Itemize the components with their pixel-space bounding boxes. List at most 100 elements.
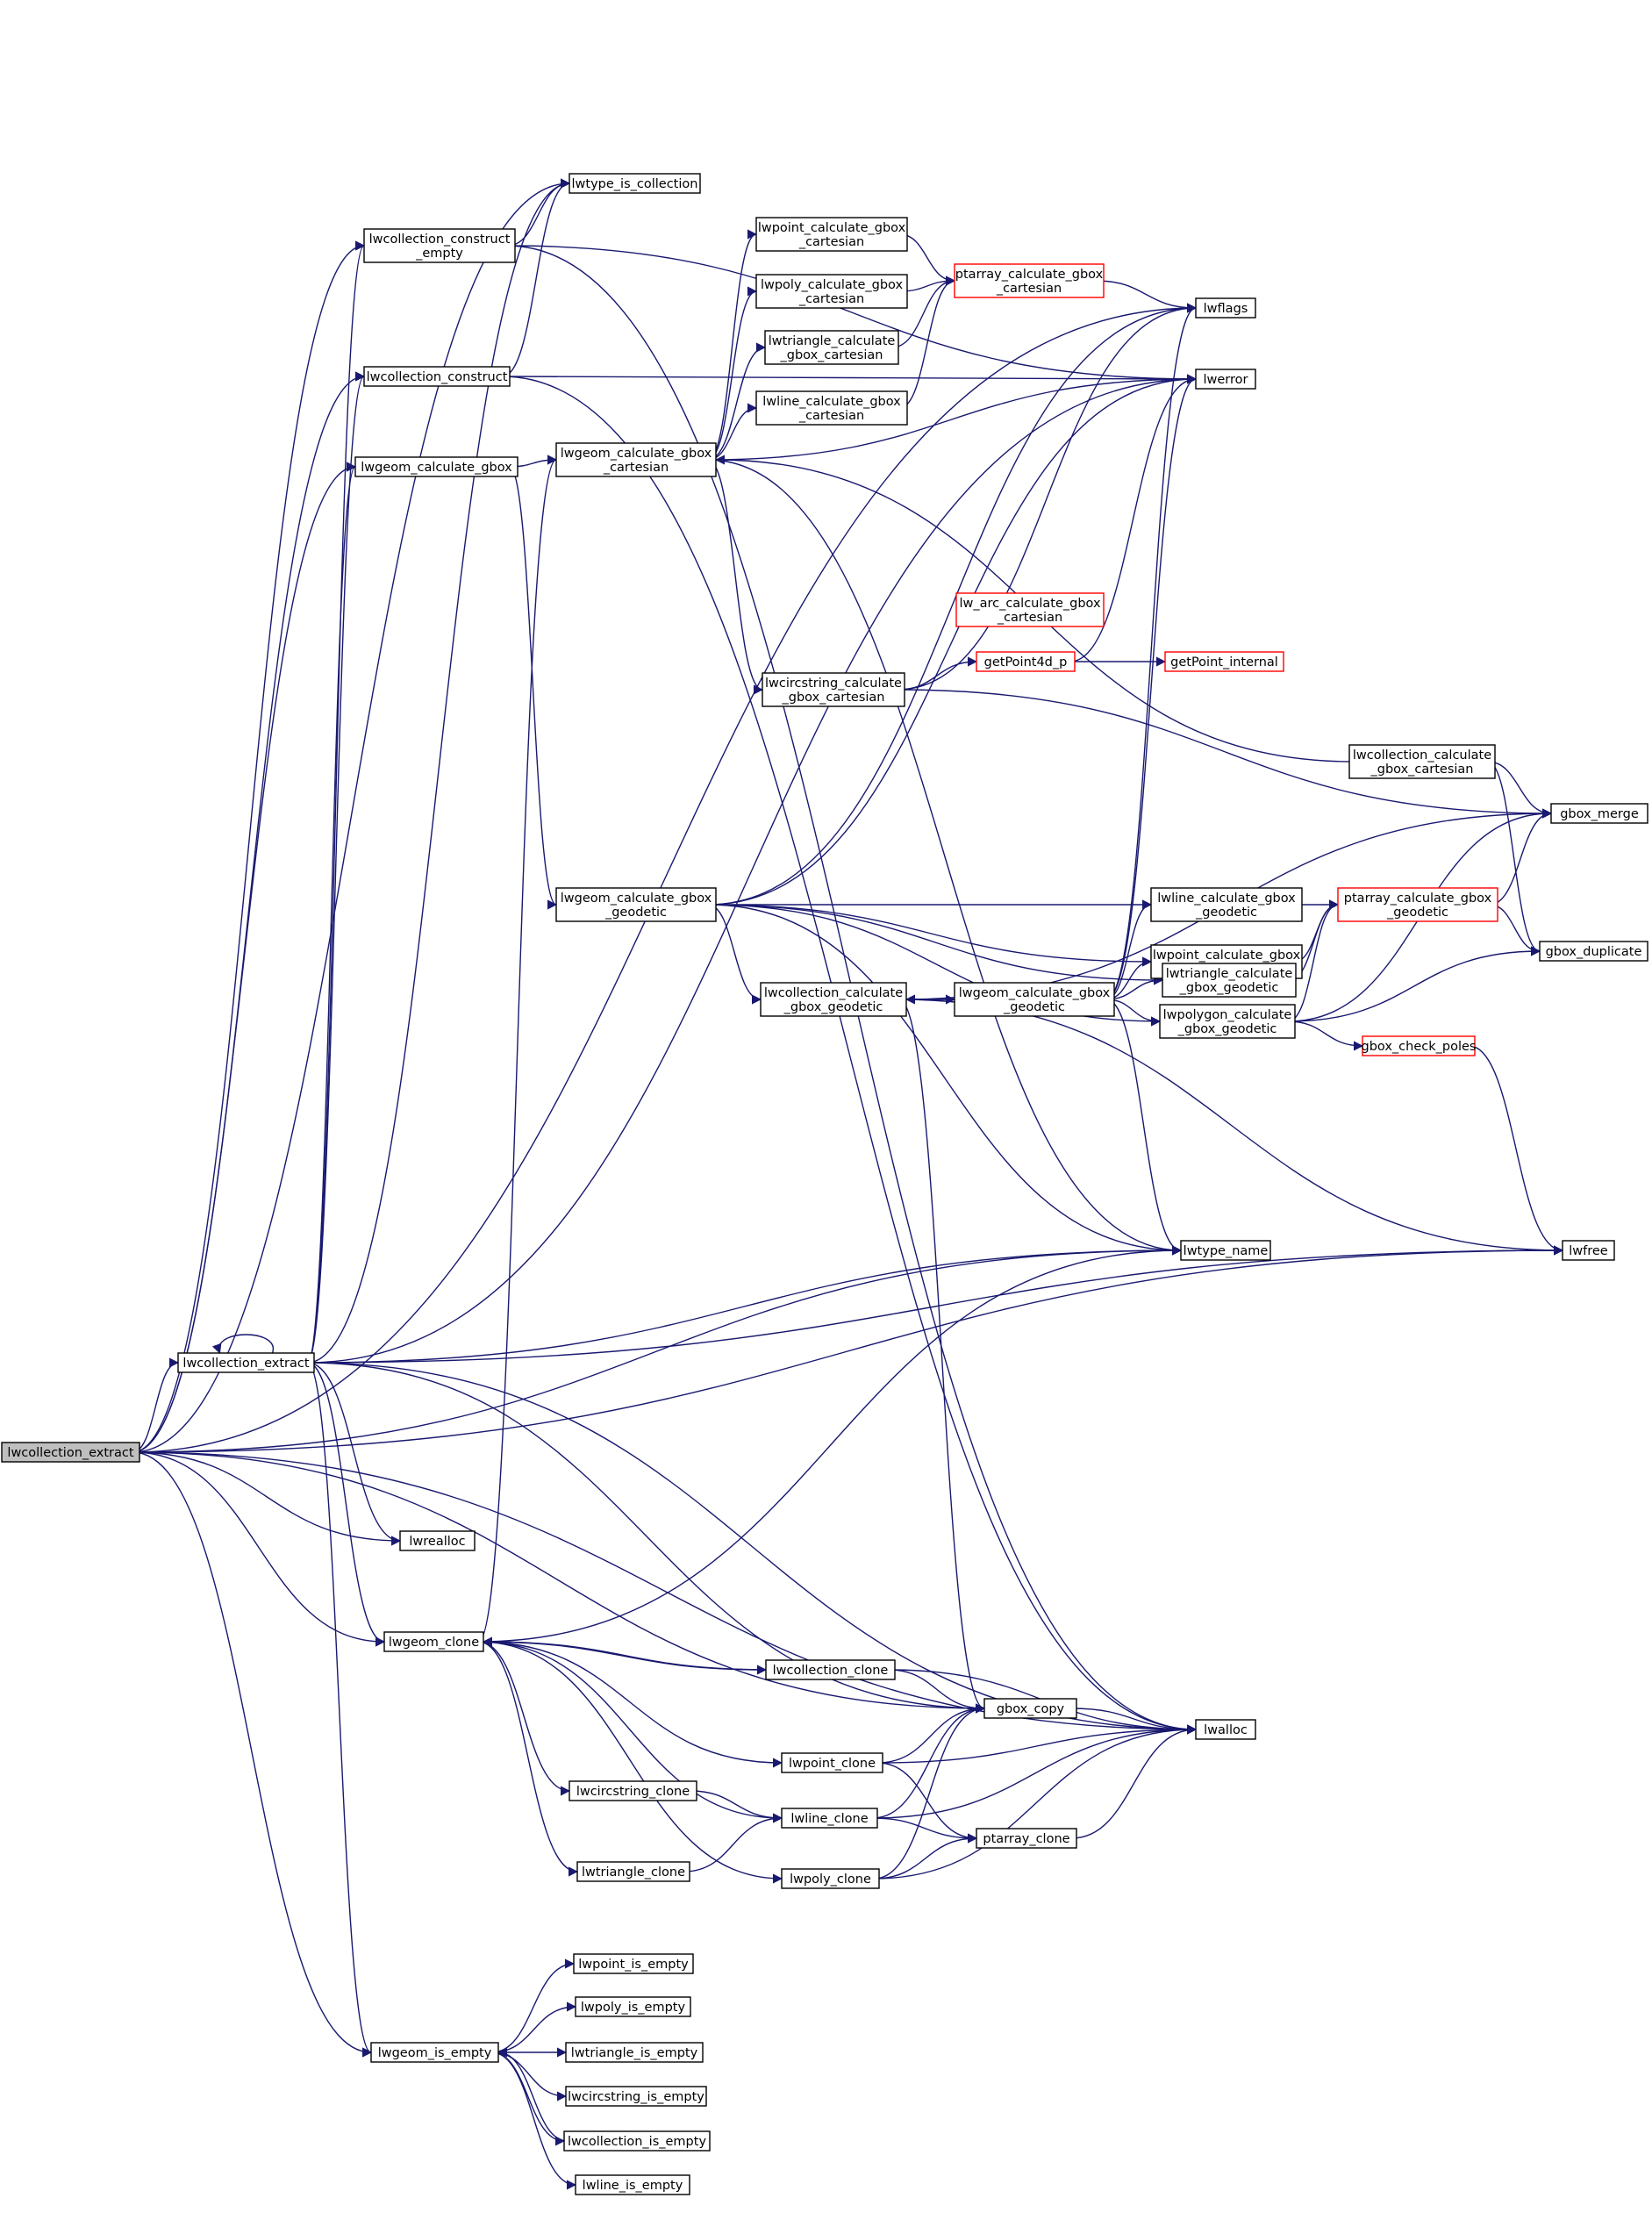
- node-lwcollection-construct[interactable]: lwcollection_construct: [363, 366, 511, 387]
- node-box: [576, 1861, 690, 1882]
- node-lwgeom-is-empty[interactable]: lwgeom_is_empty: [370, 2042, 499, 2063]
- edge-lwcircstring-calculate-gbox-cartesian-to-lwflags: [897, 303, 1198, 691]
- edge-lwgeom-clone-to-lwline-clone: [478, 1641, 783, 1823]
- node-box: [555, 442, 717, 477]
- node-lw-arc-calculate-gbox-cartesian[interactable]: lw_arc_calculate_gbox_cartesian: [955, 592, 1105, 627]
- node-lwpoint-calculate-gbox-cartesian[interactable]: lwpoint_calculate_gbox_cartesian: [755, 217, 908, 252]
- node-lwfree[interactable]: lwfree: [1562, 1240, 1615, 1261]
- edge-lwpoint-calculate-gbox-cartesian-to-ptarray-calculate-gbox-cartesian: [899, 233, 956, 286]
- node-label: lwrealloc: [409, 1535, 465, 1549]
- node-lwgeom-calculate-gbox-cartesian[interactable]: lwgeom_calculate_gbox_cartesian: [555, 442, 717, 477]
- node-ptarray-calculate-gbox-geodetic[interactable]: ptarray_calculate_gbox_geodetic: [1337, 887, 1498, 922]
- node-lwrealloc[interactable]: lwrealloc: [399, 1530, 476, 1551]
- node-lwtriangle-is-empty[interactable]: lwtriangle_is_empty: [565, 2042, 704, 2063]
- node-label: ptarray_clone: [983, 1832, 1069, 1846]
- node-lwcircstring-is-empty[interactable]: lwcircstring_is_empty: [565, 2086, 707, 2107]
- node-label: _empty: [415, 247, 463, 261]
- edge-lwcollection-extract-to-lwcollection-construct: [306, 371, 366, 1364]
- node-lwcircstring-clone[interactable]: lwcircstring_clone: [569, 1780, 697, 1801]
- node-lwflags[interactable]: lwflags: [1195, 297, 1256, 319]
- node-lwpoint-is-empty[interactable]: lwpoint_is_empty: [573, 1953, 694, 1974]
- node-box: [569, 173, 701, 194]
- node-lwpoly-is-empty[interactable]: lwpoly_is_empty: [575, 1996, 691, 2017]
- node-label: lwtriangle_is_empty: [571, 2046, 698, 2060]
- node-lwcollection-extract[interactable]: lwcollection_extract: [1, 1442, 140, 1463]
- node-lwtriangle-calculate-gbox-geodetic[interactable]: lwtriangle_calculate_gbox_geodetic: [1162, 963, 1297, 998]
- node-lwline-clone[interactable]: lwline_clone: [781, 1808, 878, 1829]
- node-label: lwpoint_is_empty: [578, 1958, 689, 1972]
- node-box: [383, 1631, 484, 1652]
- node-box: [565, 2086, 707, 2107]
- node-getpoint4d-p[interactable]: getPoint4d_p: [976, 651, 1076, 672]
- node-lwcollection-calculate-gbox-cartesian[interactable]: lwcollection_calculate_gbox_cartesian: [1348, 744, 1496, 779]
- node-lwpolygon-calculate-gbox-geodetic[interactable]: lwpolygon_calculate_gbox_geodetic: [1159, 1004, 1296, 1039]
- node-gbox-check-poles[interactable]: gbox_check_poles: [1362, 1035, 1477, 1056]
- node-box: [399, 1530, 476, 1551]
- edge-lwcollection-clone-to-gbox-copy: [888, 1669, 986, 1714]
- node-label: lwgeom_calculate_gbox: [561, 891, 712, 906]
- node-lwcollection-calculate-gbox-geodetic[interactable]: lwcollection_calculate_gbox_geodetic: [760, 982, 907, 1017]
- node-lwpoly-calculate-gbox-cartesian[interactable]: lwpoly_calculate_gbox_cartesian: [755, 274, 908, 309]
- node-lwtype-is-collection[interactable]: lwtype_is_collection: [569, 173, 701, 194]
- node-lwline-is-empty[interactable]: lwline_is_empty: [575, 2174, 690, 2195]
- node-box: [1348, 744, 1496, 779]
- node-lwpoly-clone[interactable]: lwpoly_clone: [781, 1868, 880, 1889]
- node-lwgeom-calculate-gbox-geodetic[interactable]: lwgeom_calculate_gbox_geodetic: [954, 982, 1115, 1017]
- edge-lwcollection-extract-to-lwcollection-extract: [132, 1357, 180, 1453]
- node-box: [575, 2174, 690, 2195]
- edge-lwgeom-clone-to-lwcircstring-clone: [478, 1641, 571, 1796]
- node-lwtriangle-clone[interactable]: lwtriangle_clone: [576, 1861, 690, 1882]
- edge-lwpoly-clone-to-ptarray-clone: [874, 1833, 978, 1880]
- edge-lwgeom-calculate-gbox-cartesian-to-lwpoint-calculate-gbox-cartesian: [707, 229, 758, 461]
- node-box: [781, 1752, 883, 1773]
- node-box: [781, 1808, 878, 1829]
- node-lwcollection-construct-empty[interactable]: lwcollection_construct_empty: [363, 228, 516, 263]
- node-label: _gbox_geodetic: [1177, 1022, 1277, 1036]
- node-box: [1162, 963, 1297, 998]
- edge-lwgeom-is-empty-to-lwline-is-empty: [491, 2051, 577, 2190]
- node-label: lwpoint_calculate_gbox: [758, 221, 906, 235]
- node-lwtype-name[interactable]: lwtype_name: [1180, 1240, 1271, 1261]
- edge-lwgeom-calculate-gbox-geodetic-to-lwtype-name: [707, 904, 1183, 1256]
- edge-lwcollection-extract-to-lwerror: [307, 374, 1198, 1364]
- node-box: [1, 1442, 140, 1463]
- edge-lwgeom-is-empty-to-lwpoint-is-empty: [491, 1958, 576, 2053]
- node-box: [1159, 1004, 1296, 1039]
- node-lwgeom-calculate-gbox-geodetic[interactable]: lwgeom_calculate_gbox_geodetic: [555, 887, 717, 922]
- node-ptarray-clone[interactable]: ptarray_clone: [976, 1828, 1077, 1849]
- edge-lwgeom-calculate-gbox-geodetic-to-lwflags: [707, 303, 1198, 906]
- node-gbox-duplicate[interactable]: gbox_duplicate: [1539, 941, 1648, 962]
- edge-lwgeom-is-empty-to-lwcollection-is-empty: [491, 2051, 566, 2146]
- node-label: lwpolygon_calculate: [1163, 1008, 1292, 1022]
- node-lwcircstring-calculate-gbox-cartesian[interactable]: lwcircstring_calculate_gbox_cartesian: [762, 672, 905, 707]
- node-gbox-merge[interactable]: gbox_merge: [1550, 803, 1648, 824]
- edge-lwcollection-calculate-gbox-cartesian-to-gbox-merge: [1487, 761, 1553, 819]
- node-box: [1150, 887, 1303, 922]
- node-getpoint-internal[interactable]: getPoint_internal: [1164, 651, 1284, 672]
- node-box: [760, 982, 907, 1017]
- node-label: lwerror: [1204, 373, 1248, 387]
- node-lwline-calculate-gbox-geodetic[interactable]: lwline_calculate_gbox_geodetic: [1150, 887, 1303, 922]
- node-lwcollection-clone[interactable]: lwcollection_clone: [765, 1659, 896, 1680]
- node-lwgeom-calculate-gbox[interactable]: lwgeom_calculate_gbox: [354, 456, 518, 477]
- node-label: lwfree: [1569, 1244, 1608, 1258]
- node-ptarray-calculate-gbox-cartesian[interactable]: ptarray_calculate_gbox_cartesian: [954, 263, 1105, 298]
- edge-lwcollection-extract-to-lwfree: [132, 1245, 1564, 1453]
- node-label: lwtriangle_calculate: [769, 334, 896, 348]
- node-lwerror[interactable]: lwerror: [1195, 369, 1256, 390]
- edge-lwcollection-extract-to-gbox-copy: [132, 1451, 986, 1714]
- node-gbox-copy[interactable]: gbox_copy: [983, 1698, 1077, 1719]
- node-label: getPoint_internal: [1170, 655, 1278, 669]
- node-label: getPoint4d_p: [984, 655, 1068, 669]
- node-lwtriangle-calculate-gbox-cartesian[interactable]: lwtriangle_calculate_gbox_cartesian: [764, 330, 899, 365]
- edge-lwcollection-extract-to-lwcollection-extract: [211, 1334, 274, 1355]
- node-lwline-calculate-gbox-cartesian[interactable]: lwline_calculate_gbox_cartesian: [755, 390, 908, 426]
- node-lwpoint-clone[interactable]: lwpoint_clone: [781, 1752, 883, 1773]
- node-label: lwpoint_calculate_gbox: [1153, 949, 1301, 963]
- node-lwalloc[interactable]: lwalloc: [1195, 1719, 1256, 1740]
- node-lwgeom-clone[interactable]: lwgeom_clone: [383, 1631, 484, 1652]
- node-lwcollection-is-empty[interactable]: lwcollection_is_empty: [563, 2130, 711, 2152]
- node-lwcollection-extract[interactable]: lwcollection_extract: [177, 1352, 315, 1373]
- edge-ptarray-clone-to-lwalloc: [1071, 1724, 1198, 1839]
- node-label: lwcollection_construct: [367, 370, 508, 384]
